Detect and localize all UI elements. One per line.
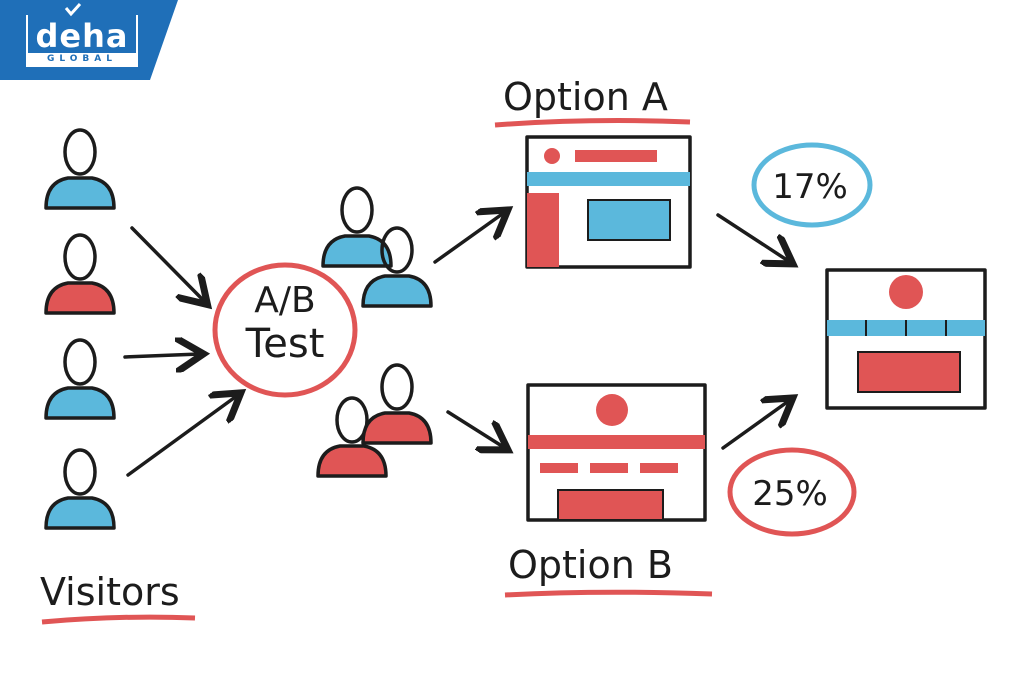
visitor-1 xyxy=(44,128,116,210)
group-a xyxy=(321,186,433,308)
logo-sub-text: GLOBAL xyxy=(26,53,138,66)
arrow-a-to-result xyxy=(716,213,790,262)
option-a-underline xyxy=(494,118,691,128)
visitor-3 xyxy=(44,338,116,420)
arrow-to-option-a xyxy=(433,212,505,264)
logo-wordmark: deha GLOBAL xyxy=(26,15,138,67)
visitor-4 xyxy=(44,448,116,530)
option-b-underline xyxy=(504,589,713,598)
option-b-label: Option B xyxy=(508,543,673,587)
ab-test-circle xyxy=(212,262,358,398)
winning-page-mockup xyxy=(825,268,987,410)
visitor-arrows xyxy=(123,226,238,477)
ab-test-label-line2: Test xyxy=(245,321,325,367)
ab-test-label-line1: A/B xyxy=(254,280,315,321)
rate-a-circle xyxy=(751,142,873,228)
visitors-underline xyxy=(41,614,196,625)
rate-b-circle xyxy=(727,447,857,537)
arrow-to-option-b xyxy=(446,410,505,448)
visitor-2 xyxy=(44,233,116,315)
option-a-page-mockup xyxy=(525,135,692,269)
option-b-page-mockup xyxy=(526,383,707,522)
group-b xyxy=(316,363,433,478)
visitors-label: Visitors xyxy=(40,570,180,614)
logo-main-text: deha xyxy=(35,17,129,55)
deha-global-logo[interactable]: deha GLOBAL xyxy=(0,0,180,80)
option-a-label: Option A xyxy=(503,75,668,119)
rate-b-value: 25% xyxy=(752,474,828,514)
rate-a-value: 17% xyxy=(772,167,848,207)
arrow-b-to-result xyxy=(721,400,790,450)
